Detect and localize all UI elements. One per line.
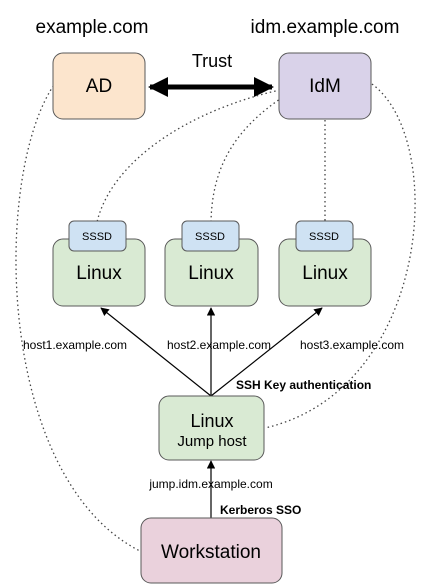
domain-label-example: example.com xyxy=(36,17,149,38)
host3-label: host3.example.com xyxy=(300,338,404,352)
host1-label: host1.example.com xyxy=(23,338,127,352)
dotted-connections xyxy=(15,81,416,553)
linux-host-3: Linux SSSD xyxy=(278,220,372,307)
arrow-jump-to-linux1 xyxy=(100,307,212,397)
kerberos-sso-label: Kerberos SSO xyxy=(220,503,301,517)
linux-host-1: Linux SSSD xyxy=(52,220,146,307)
idm-label: IdM xyxy=(309,76,341,97)
workstation-label: Workstation xyxy=(161,542,261,563)
sssd-label-2: SSSD xyxy=(195,231,225,243)
ssh-auth-label: SSH Key authentication xyxy=(236,378,371,392)
dotted-line-idm-sssd1 xyxy=(96,89,281,223)
idm-node: IdM xyxy=(278,52,372,120)
workstation-box xyxy=(140,517,283,584)
jump-host-label-line1: Linux xyxy=(190,411,233,431)
ad-label: AD xyxy=(86,76,112,97)
linux-label-1: Linux xyxy=(76,263,122,284)
ad-box xyxy=(52,52,146,120)
linux-label-3: Linux xyxy=(302,263,348,284)
sssd-label-1: SSSD xyxy=(82,231,112,243)
dotted-line-idm-jump xyxy=(264,83,416,429)
dotted-line-ad-workstation xyxy=(15,81,143,553)
ssh-arrows xyxy=(100,307,323,518)
domain-label-idm: idm.example.com xyxy=(251,17,400,38)
trust-label: Trust xyxy=(192,51,232,71)
jump-host-node: Linux Jump host xyxy=(158,395,265,461)
jump-host-label-line2: Jump host xyxy=(177,433,247,450)
dotted-line-idm-sssd2 xyxy=(210,94,287,223)
sssd-box-1 xyxy=(68,220,127,252)
sssd-box-2 xyxy=(181,220,240,252)
sssd-box-3 xyxy=(295,220,354,252)
workstation-node: Workstation xyxy=(140,517,283,584)
linux-label-2: Linux xyxy=(188,263,234,284)
host2-label: host2.example.com xyxy=(167,338,271,352)
ad-node: AD xyxy=(52,52,146,120)
jump-fqdn-label: jump.idm.example.com xyxy=(148,477,272,491)
jump-host-box xyxy=(158,395,265,461)
sssd-label-3: SSSD xyxy=(309,231,339,243)
linux-host-2: Linux SSSD xyxy=(164,220,259,307)
idm-box xyxy=(278,52,372,120)
arrow-jump-to-linux3 xyxy=(210,307,323,397)
